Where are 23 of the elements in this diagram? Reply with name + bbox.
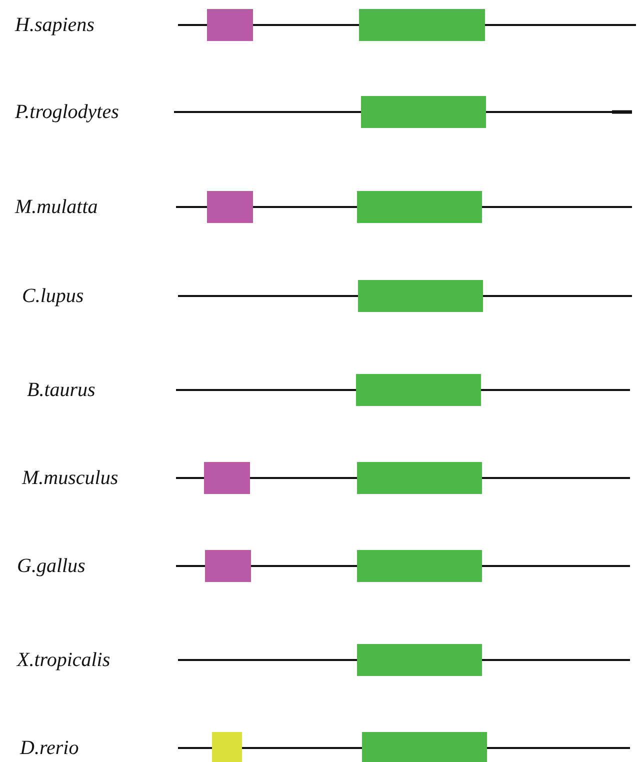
- domain-block: [357, 550, 482, 582]
- domain-block: [362, 732, 487, 762]
- domain-block: [204, 462, 250, 494]
- species-name: B.taurus: [27, 378, 96, 402]
- species-name: P.troglodytes: [15, 100, 119, 124]
- species-name: M.musculus: [22, 466, 118, 490]
- domain-block: [356, 374, 481, 406]
- species-name: G.gallus: [17, 554, 86, 578]
- domain-block: [357, 191, 482, 223]
- domain-block: [357, 462, 482, 494]
- domain-block: [207, 9, 253, 41]
- domain-block: [207, 191, 253, 223]
- domain-block: [205, 550, 251, 582]
- species-name: H.sapiens: [15, 13, 94, 37]
- species-name: M.mulatta: [15, 195, 98, 219]
- species-name: C.lupus: [22, 284, 84, 308]
- species-name: X.tropicalis: [17, 648, 110, 672]
- domain-block: [358, 280, 483, 312]
- domain-block: [359, 9, 485, 41]
- species-name: D.rerio: [20, 736, 79, 760]
- domain-block: [212, 732, 242, 762]
- domain-block: [361, 96, 486, 128]
- domain-block: [357, 644, 482, 676]
